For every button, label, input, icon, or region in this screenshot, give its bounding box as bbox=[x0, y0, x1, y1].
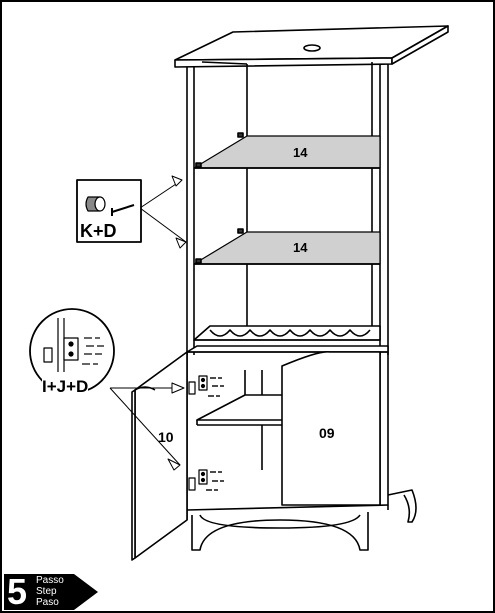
shelf-support-screw-icon bbox=[85, 196, 135, 216]
lower-shelf bbox=[193, 228, 381, 265]
hinge-pointers bbox=[109, 382, 185, 471]
hinge-lower bbox=[188, 469, 208, 491]
upper-shelf-label: 14 bbox=[293, 145, 308, 160]
step-words: Passo Step Paso bbox=[36, 575, 64, 608]
wine-rack bbox=[193, 325, 381, 341]
step-word-es: Paso bbox=[36, 597, 59, 608]
hinge-upper bbox=[188, 375, 208, 395]
cabinet-base bbox=[186, 489, 417, 551]
step-number: 5 bbox=[7, 571, 28, 612]
step-word-pt: Passo bbox=[36, 575, 64, 586]
shelf-support-callout bbox=[76, 179, 142, 243]
step-word-en: Step bbox=[36, 586, 57, 597]
step-badge: 5 Passo Step Paso bbox=[4, 571, 98, 612]
left-door-label: 10 bbox=[158, 429, 174, 445]
hinge-screws bbox=[206, 377, 224, 491]
left-door bbox=[131, 351, 188, 561]
cabinet-body bbox=[186, 61, 389, 355]
shelf-support-pointers bbox=[139, 175, 187, 249]
lower-shelf-label: 14 bbox=[293, 240, 308, 255]
right-door bbox=[281, 350, 381, 506]
shelf-support-label: K+D bbox=[80, 221, 117, 241]
hinge-label: I+J+D bbox=[42, 377, 89, 397]
right-door-label: 09 bbox=[319, 425, 335, 441]
upper-shelf bbox=[193, 132, 381, 169]
hinge-screws-icon bbox=[43, 318, 104, 372]
cabinet-top bbox=[174, 25, 449, 68]
